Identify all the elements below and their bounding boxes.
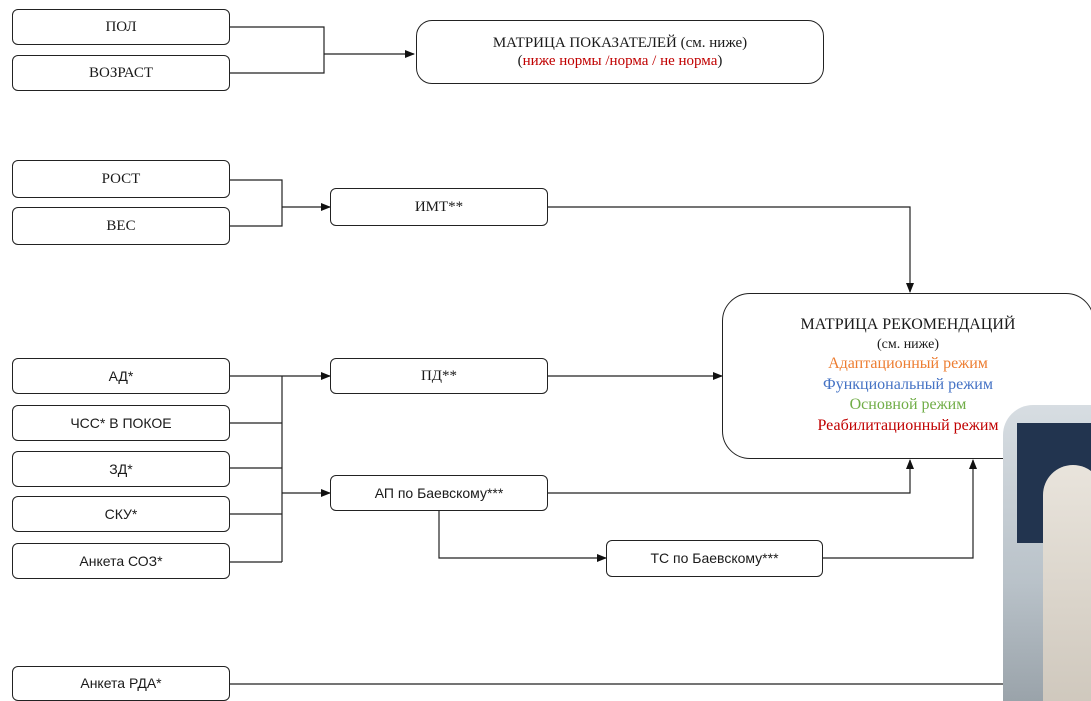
indicators-matrix-subtitle-line: (ниже нормы /норма / не норма): [517, 53, 723, 69]
mode-adaptation: Адаптационный режим: [828, 354, 988, 372]
mode-rehabilitation: Реабилитационный режим: [817, 417, 999, 435]
input-sku: СКУ*: [12, 496, 230, 532]
line-height-weight: [230, 179, 283, 227]
input-weight: ВЕС: [12, 207, 230, 245]
bmi-box: ИМТ**: [330, 188, 548, 226]
ap-box: АП по Баевскому***: [330, 475, 548, 511]
pd-box: ПД**: [330, 358, 548, 394]
input-bp: АД*: [12, 358, 230, 394]
input-sex: ПОЛ: [12, 9, 230, 45]
arrow-ap-to-rec: [548, 459, 914, 494]
ts-box: ТС по Баевскому***: [606, 540, 823, 577]
indicators-matrix-title: МАТРИЦА ПОКАЗАТЕЛЕЙ (см. ниже): [492, 35, 748, 51]
input-soz: Анкета СОЗ*: [12, 543, 230, 579]
arrow-ts-to-rec: [823, 459, 977, 559]
recommendations-matrix-box: МАТРИЦА РЕКОМЕНДАЦИЙ (см. ниже) Адаптаци…: [722, 293, 1091, 459]
indicators-matrix-subtitle: ниже нормы /норма / не норма: [522, 53, 718, 69]
recommendations-note: (см. ниже): [876, 336, 940, 352]
input-hr: ЧСС* В ПОКОЕ: [12, 405, 230, 441]
input-height: РОСТ: [12, 160, 230, 198]
recommendations-title: МАТРИЦА РЕКОМЕНДАЦИЙ: [800, 315, 1016, 333]
indicators-matrix-box: МАТРИЦА ПОКАЗАТЕЛЕЙ (см. ниже) (ниже нор…: [416, 20, 824, 84]
mode-basic: Основной режим: [849, 396, 967, 414]
line-sex: [230, 26, 325, 74]
mode-functional: Функциональный режим: [823, 375, 993, 393]
input-rda: Анкета РДА*: [12, 666, 230, 701]
presenter-photo: 202: [1003, 405, 1091, 701]
input-zd: ЗД*: [12, 451, 230, 487]
arrow-ap-to-ts: [438, 511, 607, 562]
arrow-bmi-to-rec: [548, 206, 914, 293]
input-age: ВОЗРАСТ: [12, 55, 230, 91]
person-figure: [1043, 465, 1091, 701]
